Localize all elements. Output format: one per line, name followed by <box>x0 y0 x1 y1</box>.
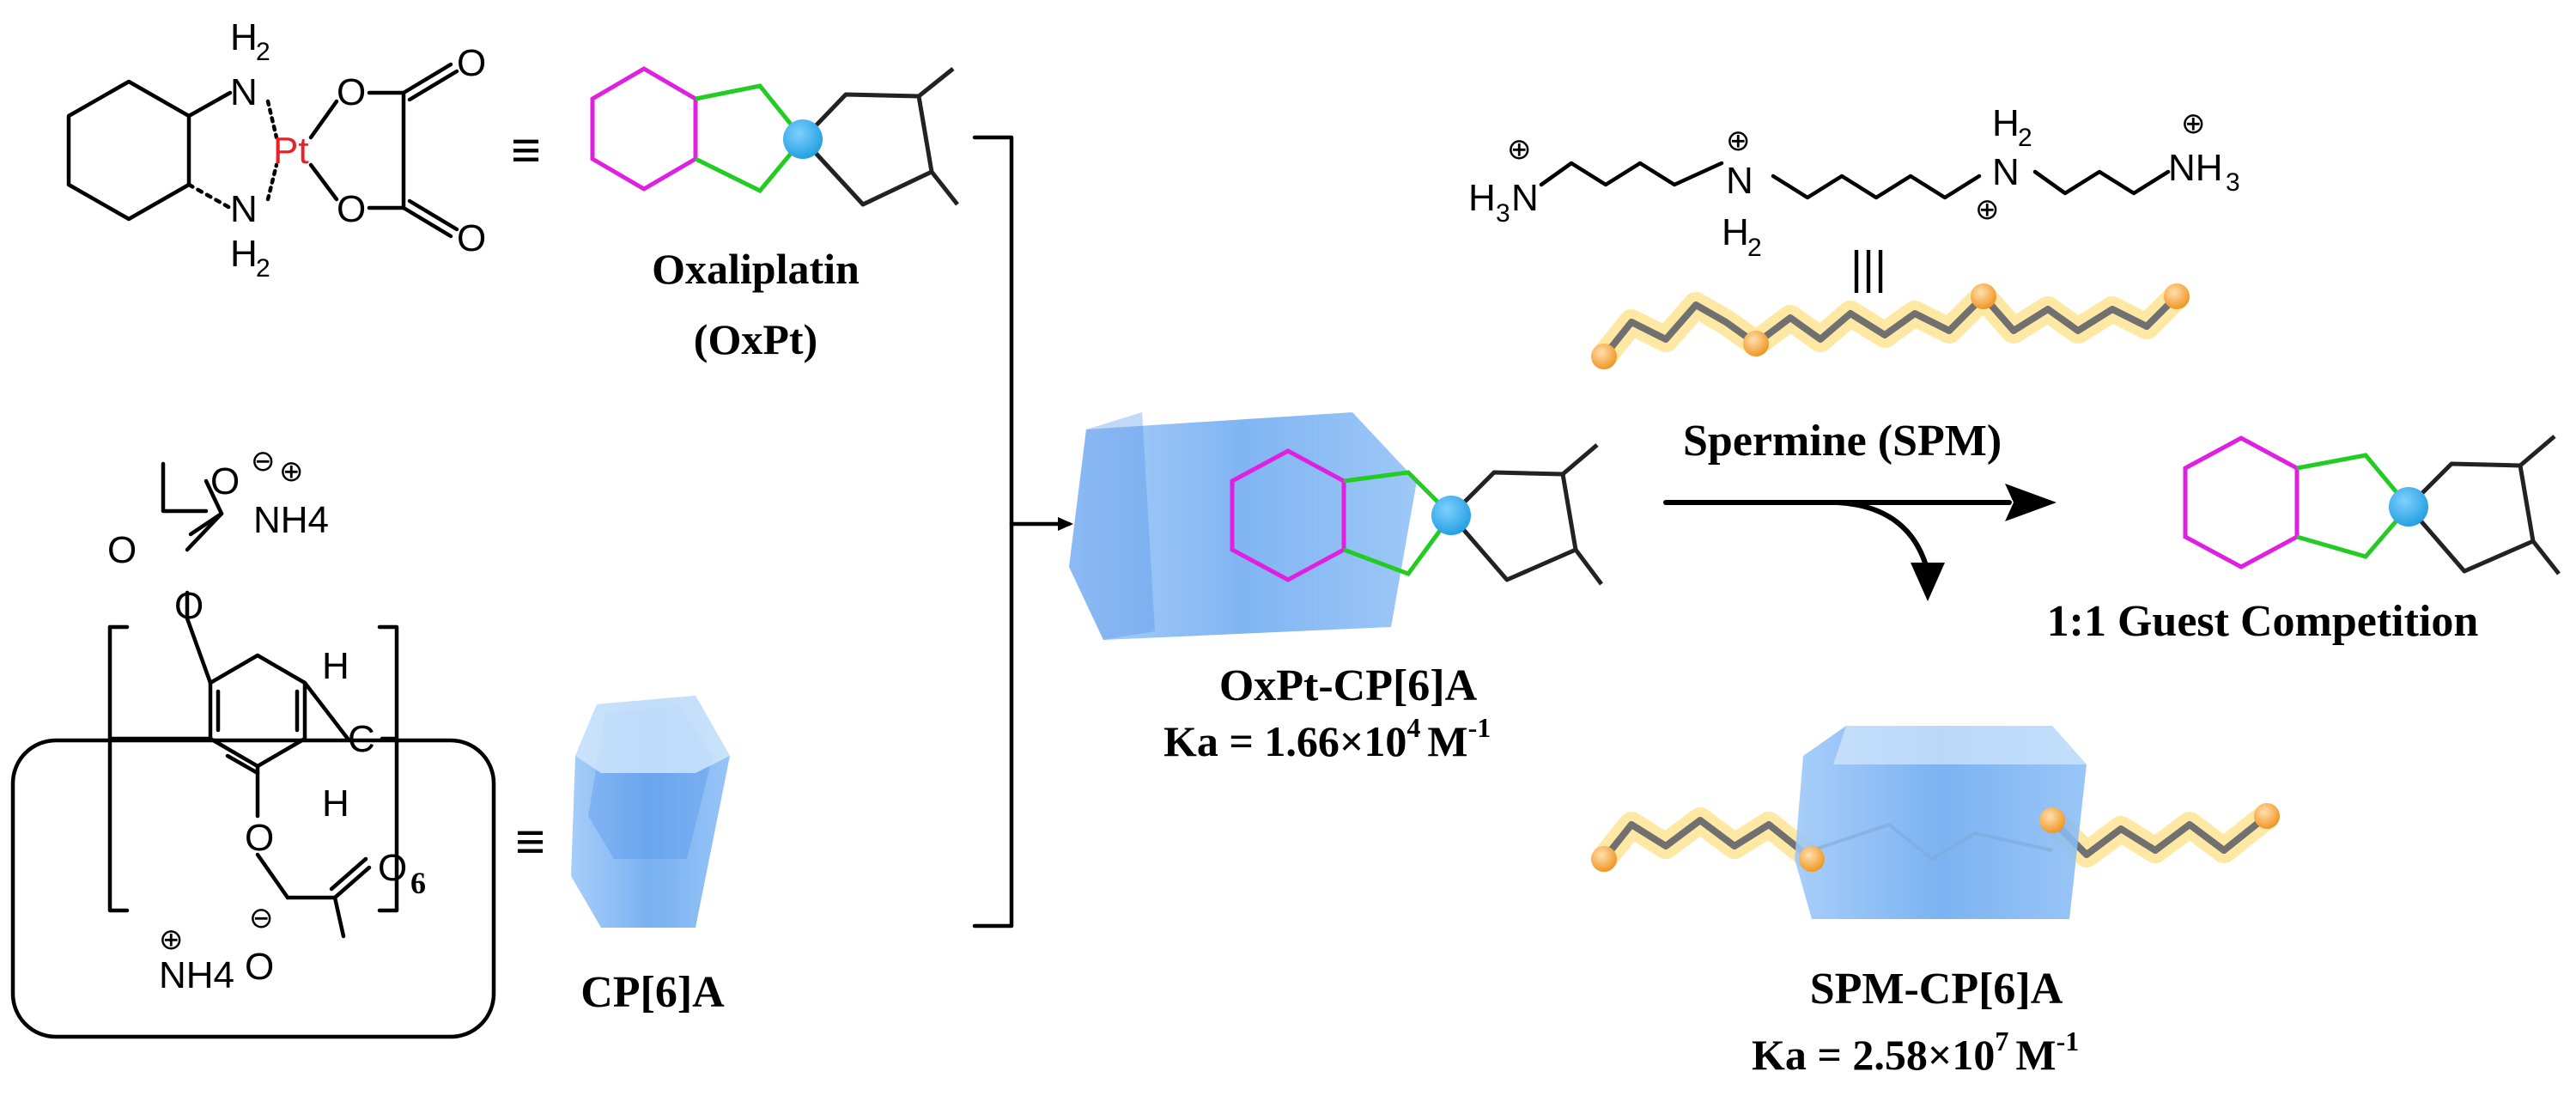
oxaliplatin-structure: H 2 N Pt N H 2 O O O O <box>66 16 486 283</box>
cp6a-plus-sign-top: ⊕ <box>279 455 304 488</box>
spm-h3n-n: N <box>1511 177 1539 219</box>
spm-nh3-sub: 3 <box>2226 168 2240 197</box>
cp6a-nh4-bottom: NH4 <box>159 954 234 996</box>
oxpt-o2: O <box>337 188 366 230</box>
spm-h2-mid1: H <box>1722 211 1749 253</box>
product-label: 1:1 Guest Competition <box>2047 597 2479 646</box>
cp6a-subscript: 6 <box>410 866 426 900</box>
cp6a-equiv-sign: ≡ <box>515 813 545 870</box>
spm-h2-mid1-sub: 2 <box>1747 234 1762 262</box>
oxpt-cartoon <box>590 66 959 207</box>
oxpt-n-bottom: N <box>230 188 258 230</box>
cp6a-o-minus-bottom: O <box>245 946 274 988</box>
spm-plus-sign-1: ⊕ <box>1507 133 1532 166</box>
cp6a-o-link-bottom: O <box>245 817 274 859</box>
spm-plus-sign-4: ⊕ <box>2181 107 2206 140</box>
reaction-arrowhead-icon <box>2005 484 2057 521</box>
spm-h2-mid2: H <box>1992 102 2020 144</box>
cp6a-o-link-top: O <box>174 585 204 627</box>
cp6a-o-minus-top: O <box>210 460 240 502</box>
release-arrowhead-icon <box>1911 563 1945 601</box>
oxpt-o4: O <box>457 217 486 259</box>
oxpt-o1: O <box>337 71 366 113</box>
complex2-name: SPM-CP[6]A <box>1810 965 2063 1014</box>
spm-h2-mid2-sub: 2 <box>2018 124 2032 152</box>
oxpt-n-top: N <box>230 71 258 113</box>
oxpt-name-label: Oxaliplatin <box>652 245 860 293</box>
oxpt-pt-atom: Pt <box>273 130 309 172</box>
cp6a-minus-sign-bottom: ⊖ <box>249 902 274 935</box>
oxpt-h2-top: H <box>230 16 258 58</box>
oxpt-h2-top-sub: 2 <box>256 38 270 66</box>
oxpt-abbrev-label: (OxPt) <box>694 315 817 363</box>
spm-cp6a-complex-cartoon <box>1591 726 2280 919</box>
spm-arrow-label: Spermine (SPM) <box>1683 417 2002 466</box>
oxpt-o3: O <box>457 42 486 84</box>
release-curve-arrow <box>1835 500 1930 574</box>
oxpt-cp6a-complex-cartoon <box>1069 412 1603 640</box>
spm-plus-sign-2: ⊕ <box>1726 125 1751 157</box>
spermine-chain-cartoon <box>1591 283 2190 369</box>
spm-n-mid2: N <box>1992 151 2020 193</box>
cp6a-o-carbonyl-top: O <box>107 529 137 571</box>
oxpt-h2-bottom: H <box>230 233 258 275</box>
oxpt-h2-bottom-sub: 2 <box>256 254 270 283</box>
cp6a-nh4-top: NH4 <box>253 499 329 541</box>
released-oxpt-cartoon <box>2183 435 2561 575</box>
spm-n-mid1: N <box>1726 160 1753 202</box>
cp6a-structure: O ⊖ O ⊕ NH4 O H C H 6 O O O ⊖ ⊕ NH4 <box>10 445 496 1039</box>
oxpt-pt-ball-icon <box>783 119 823 159</box>
spermine-structure: H 3 N ⊕ N ⊕ H 2 N H 2 ⊕ NH 3 ⊕ <box>1468 102 2240 262</box>
spm-h3n-sub: 3 <box>1496 199 1510 228</box>
oxpt-equiv-sign: ≡ <box>511 121 541 179</box>
spm-h3n-h: H <box>1468 177 1496 219</box>
cp6a-name-label: CP[6]A <box>580 968 725 1017</box>
cp6a-cartoon <box>571 696 730 928</box>
cp6a-h1: H <box>322 645 349 687</box>
cp6a-c: C <box>348 718 375 760</box>
convergence-arrowhead-icon <box>1058 517 1073 531</box>
complex1-name: OxPt-CP[6]A <box>1219 661 1478 710</box>
cp6a-h2: H <box>322 782 349 825</box>
cp6a-o-carbonyl-bottom: O <box>378 847 407 889</box>
cp6a-plus-sign-bottom: ⊕ <box>159 923 184 956</box>
spm-equiv-sign: ||| <box>1850 242 1886 294</box>
convergence-bracket <box>972 135 1014 929</box>
spm-plus-sign-3: ⊕ <box>1975 193 2000 226</box>
cp6a-minus-sign-top: ⊖ <box>251 445 276 478</box>
spm-nh3: NH <box>2168 147 2223 189</box>
